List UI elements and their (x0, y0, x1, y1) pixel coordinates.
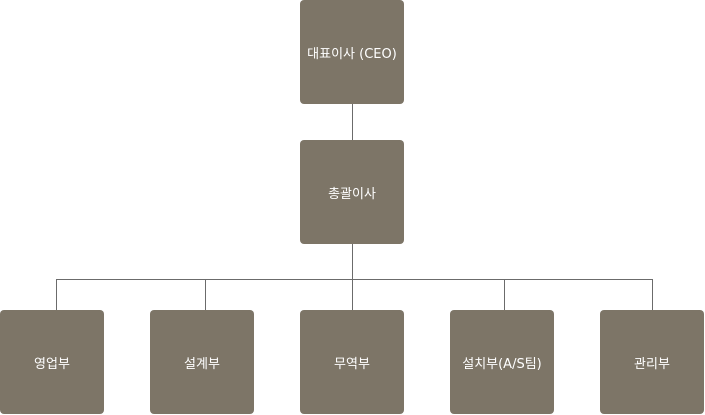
department-label: 무역부 (334, 356, 370, 372)
department-sales-box: 영업부 (0, 310, 104, 414)
department-label: 관리부 (634, 356, 670, 372)
department-design-box: 설계부 (150, 310, 254, 414)
department-label: 영업부 (34, 356, 70, 372)
connector-ceo-to-director (352, 104, 353, 140)
general-director-box: 총괄이사 (300, 140, 404, 244)
connector-to-design (205, 279, 206, 310)
department-installation-box: 설치부(A/S팀) (450, 310, 554, 414)
connector-to-installation (504, 279, 505, 310)
general-director-label: 총괄이사 (328, 186, 376, 202)
connector-director-to-bus (352, 244, 353, 279)
connector-to-management (652, 279, 653, 310)
ceo-box: 대표이사 (CEO) (300, 0, 404, 104)
department-management-box: 관리부 (600, 310, 704, 414)
department-trade-box: 무역부 (300, 310, 404, 414)
ceo-label: 대표이사 (CEO) (307, 46, 397, 62)
connector-to-sales (56, 279, 57, 310)
connector-to-trade (352, 279, 353, 310)
department-label: 설계부 (184, 356, 220, 372)
connector-department-bus (56, 279, 653, 280)
department-label: 설치부(A/S팀) (462, 356, 542, 372)
